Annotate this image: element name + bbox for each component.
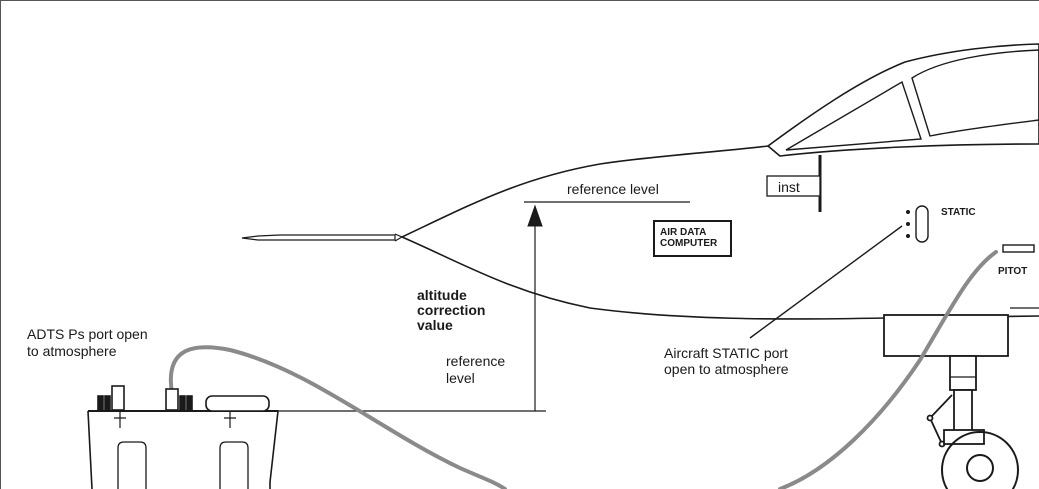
static-port: STATIC bbox=[906, 205, 976, 243]
aircraft-fuselage bbox=[241, 43, 1039, 320]
altitude-label-line3: value bbox=[417, 317, 453, 333]
air-data-label-line1: AIR DATA bbox=[660, 227, 706, 238]
adts-window-left bbox=[117, 441, 147, 489]
aircraft-static-label-line1: Aircraft STATIC port bbox=[664, 345, 788, 361]
gear-strut-lower bbox=[953, 389, 973, 436]
altitude-label-line1: altitude bbox=[417, 287, 467, 303]
adts-body bbox=[87, 410, 279, 489]
lower-fuselage-line bbox=[401, 236, 1039, 320]
adts-hose-left bbox=[168, 345, 507, 489]
gear-wheel-hub bbox=[966, 454, 994, 482]
pitot-label: PITOT bbox=[998, 266, 1027, 277]
upper-fuselage-line bbox=[401, 145, 769, 238]
adts-tee-right bbox=[224, 411, 236, 428]
landing-gear bbox=[883, 314, 1019, 489]
adts-tee-left bbox=[114, 411, 126, 428]
adts-knob-2 bbox=[104, 395, 111, 411]
canopy-rear-window bbox=[911, 49, 1039, 137]
pitot-tube: PITOT bbox=[998, 244, 1035, 277]
reference-lines bbox=[278, 201, 903, 412]
pitot-probe-tip bbox=[241, 234, 396, 241]
gear-wheel-outer bbox=[941, 431, 1019, 489]
adts-window-right bbox=[219, 441, 249, 489]
text-labels: reference level altitude correction valu… bbox=[27, 181, 789, 386]
gear-fork bbox=[943, 429, 985, 445]
air-data-computer-box: AIR DATA COMPUTER bbox=[653, 220, 732, 257]
gear-strut-upper bbox=[949, 355, 977, 391]
adts-handle bbox=[205, 395, 270, 412]
hoses bbox=[168, 250, 998, 489]
canopy-outer bbox=[766, 43, 1039, 157]
adts-knob-left bbox=[97, 395, 104, 411]
probe-collar bbox=[394, 233, 404, 242]
reference-level-top-label: reference level bbox=[567, 181, 659, 197]
canopy-inner-frame bbox=[785, 80, 922, 151]
adts-port-left bbox=[111, 385, 125, 411]
adts-knob-3 bbox=[179, 395, 186, 411]
altitude-label-line2: correction bbox=[417, 302, 485, 318]
air-data-label-line2: COMPUTER bbox=[660, 238, 718, 249]
inst-label: inst bbox=[778, 179, 800, 195]
adts-unit bbox=[87, 385, 279, 489]
adts-knob-4 bbox=[186, 395, 193, 411]
reference-level-lower-line2: level bbox=[446, 370, 475, 386]
adts-label-line1: ADTS Ps port open bbox=[27, 326, 148, 342]
aircraft-static-hose bbox=[778, 250, 998, 489]
static-label: STATIC bbox=[941, 207, 976, 218]
inst-box: inst bbox=[766, 175, 821, 197]
adts-ps-port bbox=[165, 388, 179, 411]
static-leader-line bbox=[749, 225, 903, 339]
adts-label-line2: to atmosphere bbox=[27, 343, 117, 359]
reference-level-lower-line1: reference bbox=[446, 353, 505, 369]
aircraft-static-label-line2: open to atmosphere bbox=[664, 361, 789, 377]
gear-housing bbox=[883, 314, 1009, 357]
altitude-correction-arrowhead bbox=[527, 204, 543, 227]
